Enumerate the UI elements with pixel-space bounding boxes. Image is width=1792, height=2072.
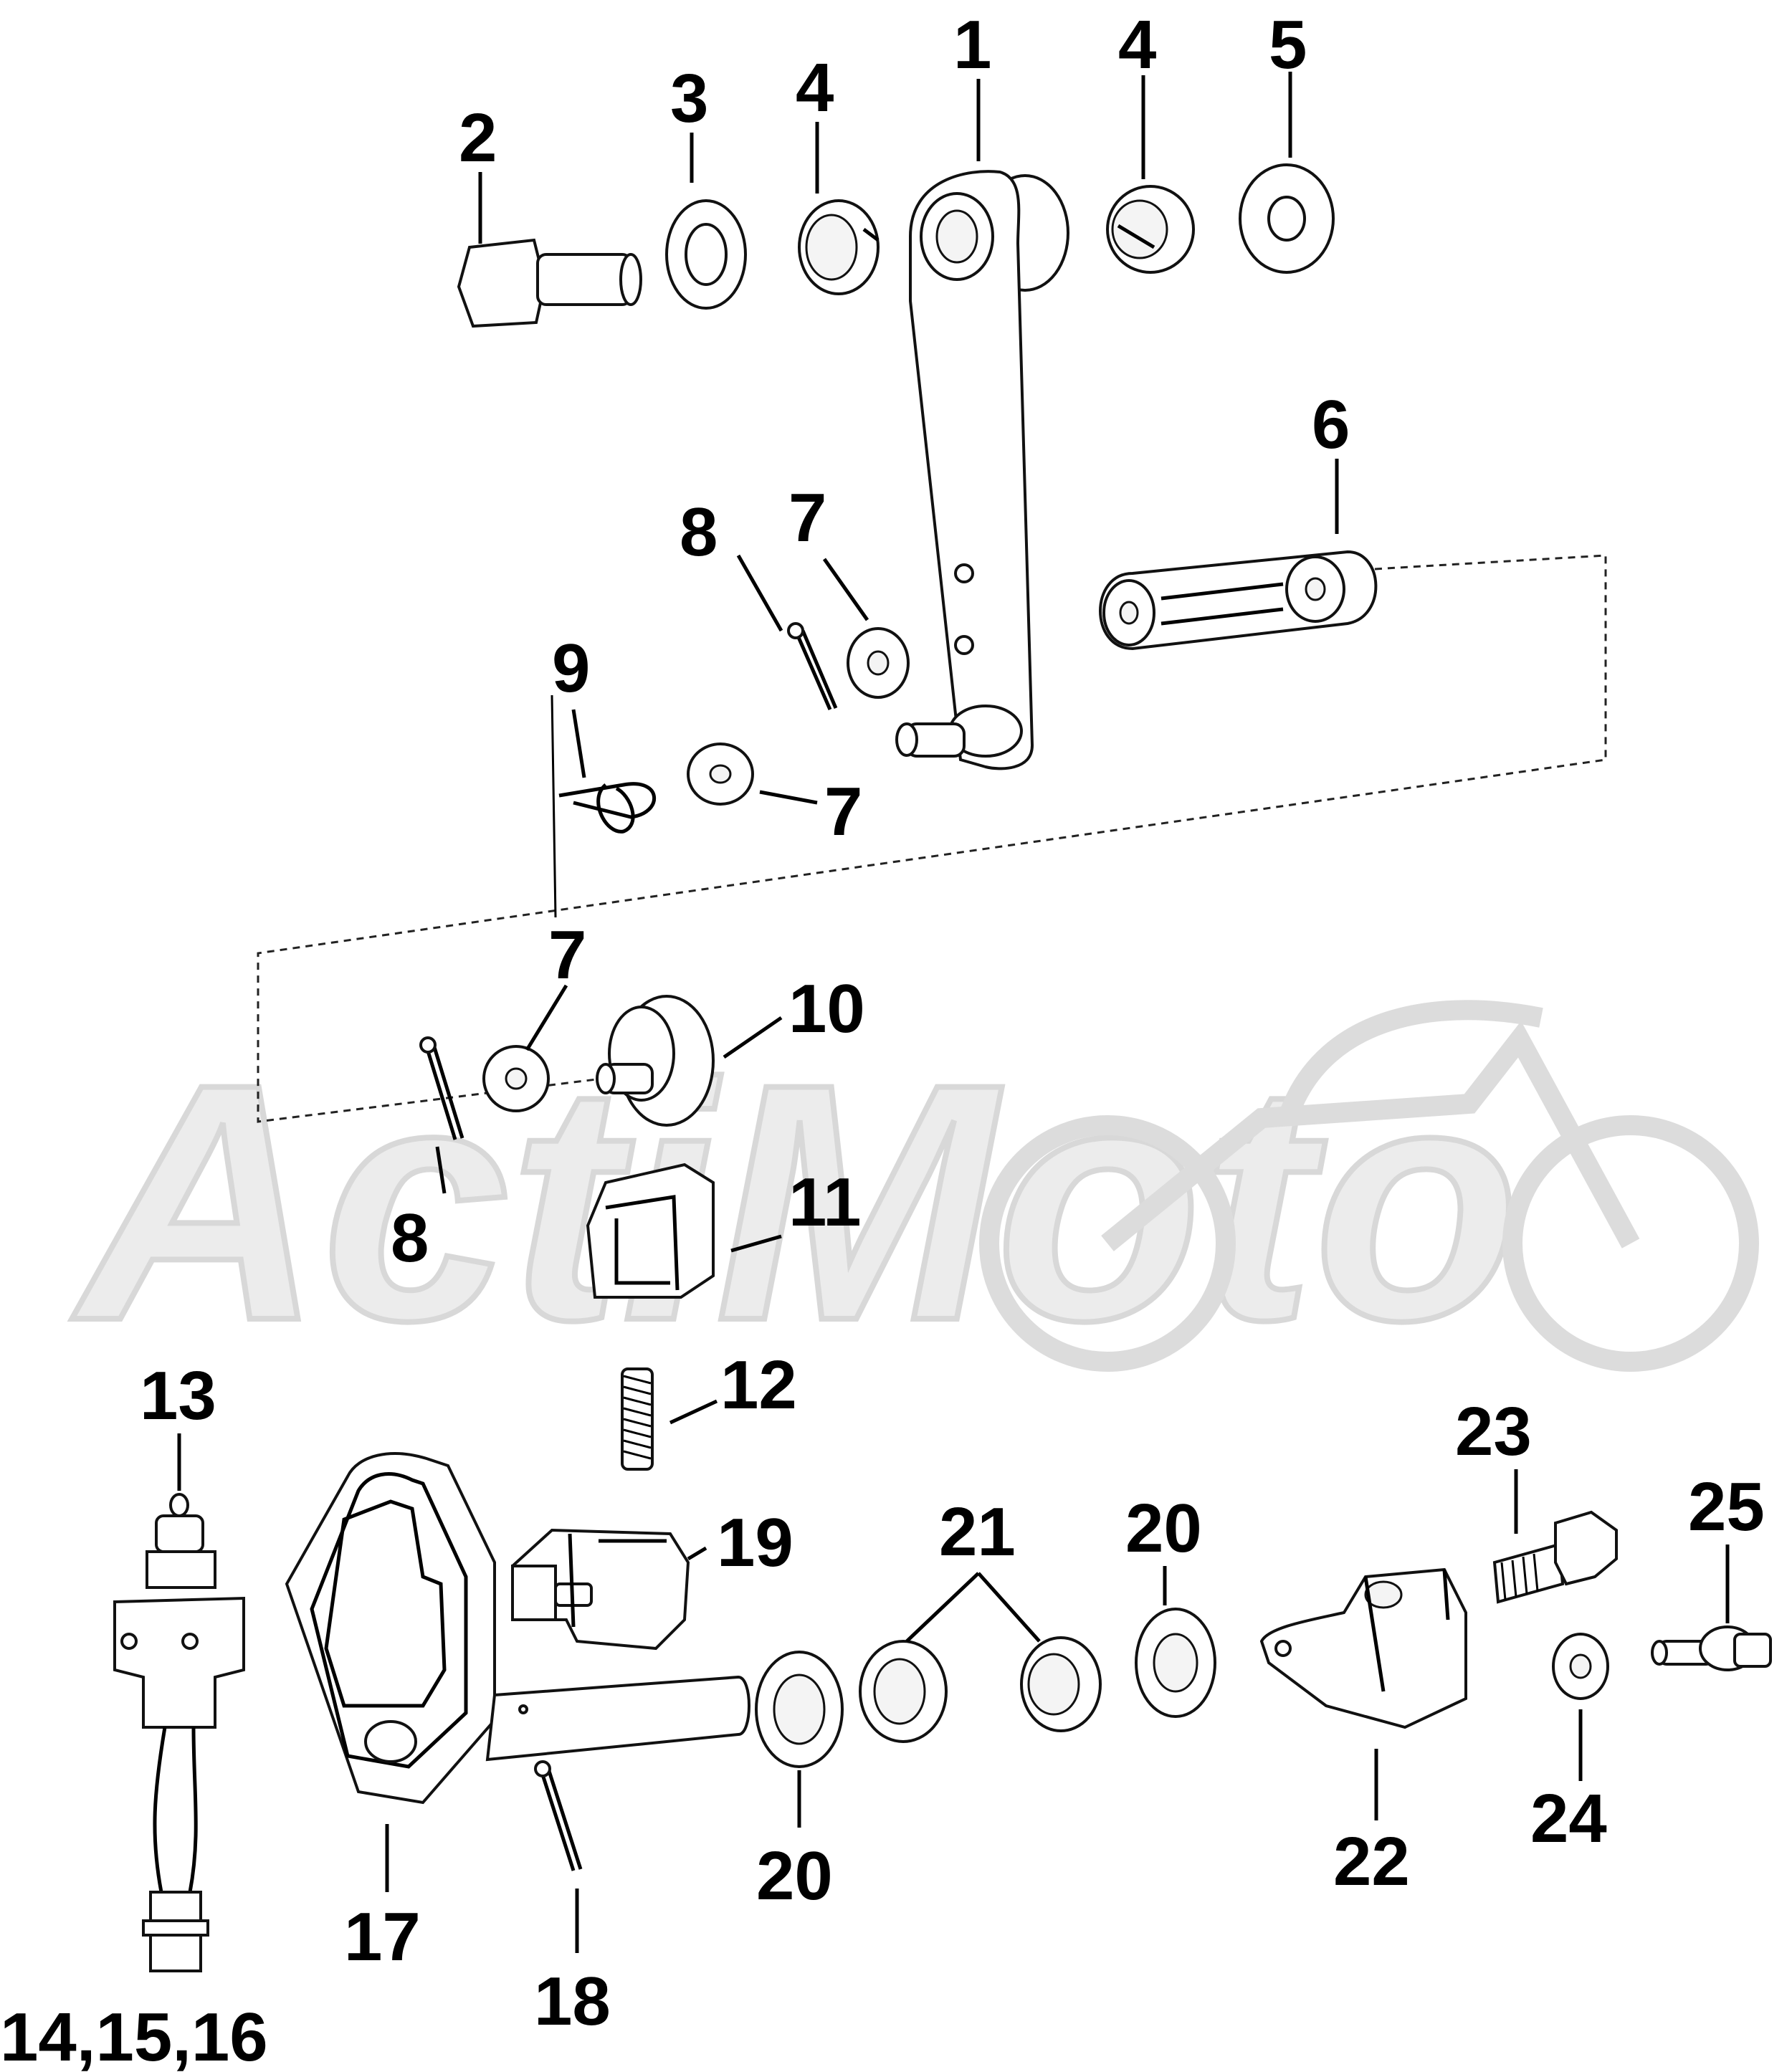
part-19-shift-pawl [511, 1528, 690, 1651]
part-18-cotter-pin [534, 1760, 583, 1871]
callout-18: 18 [534, 1963, 611, 2040]
part-7-washer-lower [482, 1045, 550, 1112]
callout-1: 1 [953, 6, 991, 83]
callout-10: 10 [788, 970, 865, 1047]
part-4-bushing-right [1106, 185, 1195, 274]
part-9-hair-pin-clip [551, 694, 657, 918]
part-20-washer-left [755, 1651, 844, 1768]
part-4-bushing-left [798, 199, 880, 295]
callout-25: 25 [1688, 1469, 1765, 1545]
callout-8-lower: 8 [391, 1200, 429, 1276]
part-5-washer [1239, 163, 1335, 274]
callout-23: 23 [1455, 1393, 1532, 1470]
callout-14-15-16: 14,15,16 [0, 1999, 268, 2072]
watermark-text: ActiMoto [68, 1014, 1520, 1390]
part-6-link-rod [1099, 550, 1378, 651]
part-11-detent-block [586, 1162, 715, 1299]
part-1-lever-arm [895, 170, 1069, 770]
callout-7-upper: 7 [788, 479, 826, 556]
part-17-shift-shaft-plate [285, 1452, 750, 1805]
assembly-guide-lines [257, 554, 1607, 1123]
callout-3: 3 [670, 60, 708, 137]
callout-5: 5 [1269, 6, 1307, 83]
callout-20-right: 20 [1125, 1490, 1202, 1567]
callout-24: 24 [1530, 1780, 1607, 1857]
part-8-cotter-pin-lower [419, 1036, 464, 1140]
part-20-washer-right [1135, 1608, 1216, 1718]
part-25-stud-bolt [1651, 1625, 1772, 1671]
part-23-bolt [1492, 1510, 1618, 1604]
part-21-bushing-left [859, 1640, 948, 1743]
part-21-bushing-right [1020, 1636, 1102, 1732]
callout-22: 22 [1333, 1823, 1410, 1900]
callout-7-lower: 7 [548, 917, 586, 993]
part-12-spring [621, 1367, 654, 1471]
part-10-pin [596, 995, 715, 1127]
callout-13: 13 [140, 1357, 216, 1434]
leader-lines [177, 72, 1730, 1953]
callout-labels: 1 2 3 4 4 5 6 7 8 9 7 7 10 8 11 12 13 14… [0, 6, 1765, 2072]
part-3-washer [665, 199, 747, 310]
callout-17: 17 [344, 1899, 421, 1975]
callout-21: 21 [939, 1494, 1016, 1570]
part-2-bolt [457, 238, 642, 328]
dashed-guide-upper [257, 554, 1607, 1123]
callout-6: 6 [1312, 386, 1350, 463]
part-22-shift-lever [1259, 1567, 1467, 1729]
part-7-washer-upper [847, 627, 910, 699]
callout-2: 2 [459, 100, 497, 176]
watermark-motorcycle-icon [979, 1000, 1759, 1372]
part-8-cotter-pin-upper [787, 622, 838, 710]
watermark: ActiMoto [65, 1000, 1759, 1393]
callout-12: 12 [720, 1347, 797, 1423]
callout-4-left: 4 [796, 49, 834, 126]
part-7-washer-middle [687, 743, 754, 806]
callout-11: 11 [788, 1164, 861, 1241]
callout-20-left: 20 [756, 1838, 833, 1914]
callout-4-right: 4 [1118, 6, 1156, 83]
callout-7-middle: 7 [824, 773, 862, 850]
callout-8-upper: 8 [680, 494, 718, 570]
callout-19: 19 [717, 1504, 793, 1581]
part-24-lock-washer [1552, 1633, 1609, 1700]
part-13-neutral-switch [113, 1493, 245, 1972]
callout-9: 9 [552, 630, 590, 707]
